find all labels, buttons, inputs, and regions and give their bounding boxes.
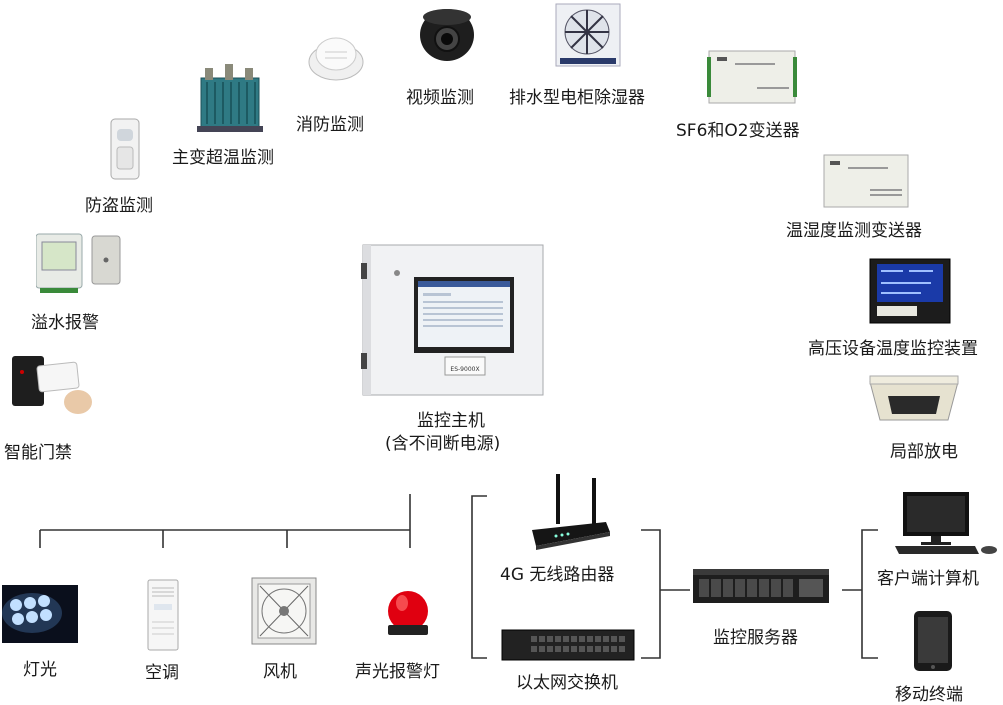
mobile-terminal-label: 移动终端 (895, 685, 963, 705)
client-bracket-line (861, 529, 878, 659)
host-label-line2: (含不间断电源) (385, 434, 501, 454)
fan-device-icon (251, 577, 317, 645)
temp-humidity-label: 温湿度监测变送器 (786, 221, 922, 241)
flood-alarm-device-icon (36, 233, 121, 293)
client-computer-icon (895, 492, 997, 554)
flood-alarm-label: 溢水报警 (31, 313, 99, 333)
ethernet-switch-icon (501, 629, 635, 661)
theft-monitor-device-icon (110, 118, 140, 180)
video-monitor-label: 视频监测 (406, 88, 474, 108)
alarm-light-icon (388, 591, 428, 635)
camera-device-icon (420, 9, 474, 61)
light-label: 灯光 (23, 660, 57, 680)
temp-humidity-transmitter-icon (823, 154, 909, 208)
ac-label: 空调 (145, 663, 179, 683)
light-device-icon (2, 585, 78, 643)
right-bracket-line (641, 529, 661, 659)
switch-label: 以太网交换机 (516, 673, 618, 693)
smoke-detector-icon (308, 37, 364, 81)
transformer-device-icon (197, 64, 263, 132)
alarm-light-label: 声光报警灯 (355, 662, 440, 682)
sf6-transmitter-icon (707, 50, 797, 104)
access-control-label: 智能门禁 (4, 443, 72, 463)
dehumidifier-device-icon (555, 3, 621, 67)
router-device-icon (532, 474, 610, 550)
host-label-line1: 监控主机 (417, 411, 485, 431)
sf6-o2-label: SF6和O2变送器 (676, 121, 800, 141)
partial-discharge-icon (869, 375, 959, 421)
hv-temp-label: 高压设备温度监控装置 (808, 339, 978, 359)
router-label: 4G 无线路由器 (500, 565, 615, 585)
monitoring-server-icon (693, 569, 829, 603)
hv-temp-monitor-icon (869, 258, 951, 324)
theft-monitor-label: 防盗监测 (85, 196, 153, 216)
access-control-icon (12, 356, 92, 414)
mobile-terminal-icon (914, 611, 952, 671)
monitoring-host-cabinet: ES-9000X (361, 244, 544, 396)
air-conditioner-icon (147, 579, 179, 651)
client-computer-label: 客户端计算机 (877, 569, 979, 589)
partial-discharge-label: 局部放电 (890, 442, 958, 462)
left-bracket-line (471, 495, 487, 659)
server-label: 监控服务器 (713, 628, 798, 648)
fire-monitor-label: 消防监测 (296, 115, 364, 135)
fan-label: 风机 (263, 662, 297, 682)
transformer-temp-label: 主变超温监测 (172, 148, 274, 168)
host-model-text: ES-9000X (450, 366, 479, 373)
dehumidifier-label: 排水型电柜除湿器 (509, 88, 645, 108)
